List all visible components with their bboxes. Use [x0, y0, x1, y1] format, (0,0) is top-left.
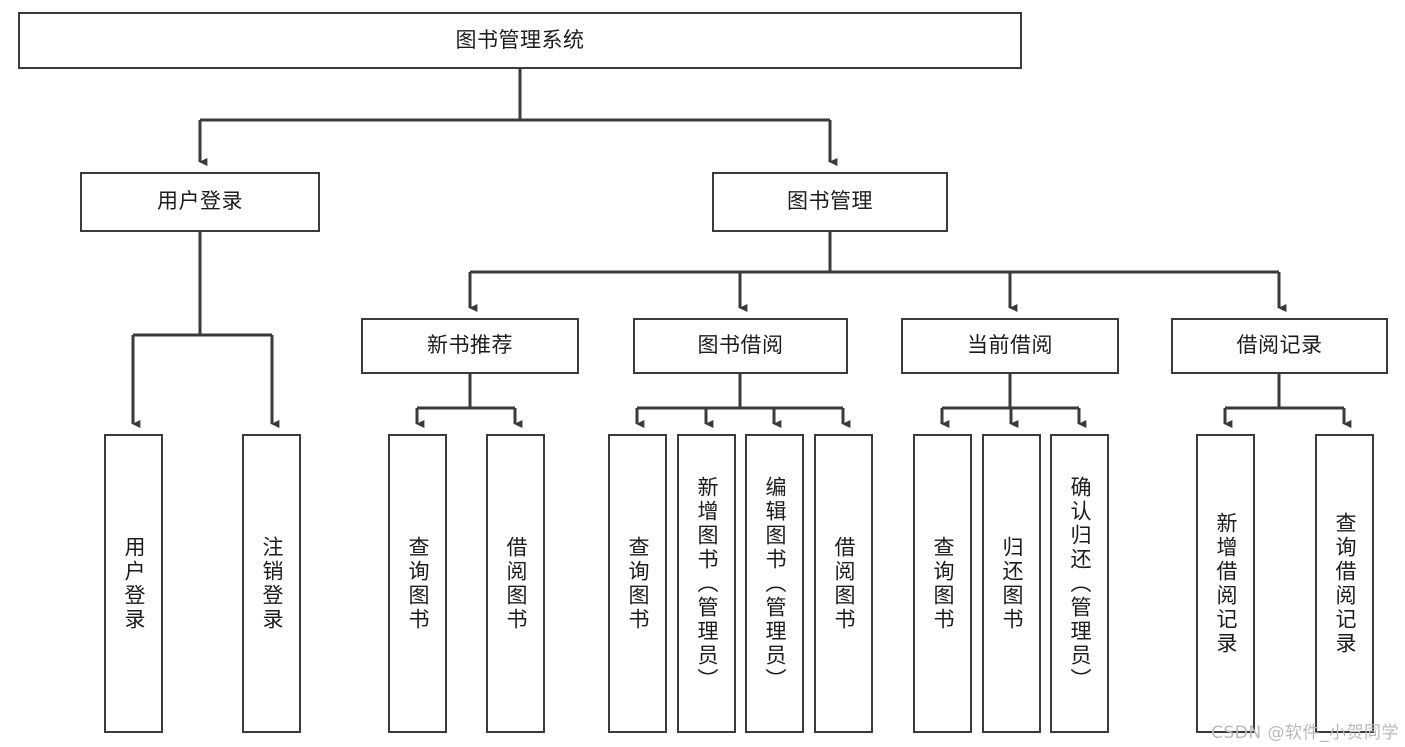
leaf-query-borrow-record[interactable]: 查询借阅记录 [1315, 434, 1374, 733]
leaf-borrow-book[interactable]: 借阅图书 [814, 434, 873, 733]
leaf-user-login-label: 用户登录 [122, 535, 146, 632]
leaf-user-login[interactable]: 用户登录 [104, 434, 163, 733]
node-book-management-label: 图书管理 [787, 189, 873, 214]
leaf-edit-book-admin[interactable]: 编辑图书（管理员） [745, 434, 804, 733]
node-book-management[interactable]: 图书管理 [712, 172, 948, 232]
leaf-add-book-admin-label: 新增图书（管理员） [695, 475, 719, 692]
leaf-query-book-borrow[interactable]: 查询图书 [608, 434, 667, 733]
leaf-confirm-return-admin-label: 确认归还（管理员） [1068, 475, 1092, 692]
node-root-label: 图书管理系统 [455, 27, 585, 52]
leaf-add-borrow-record-label: 新增借阅记录 [1214, 511, 1238, 656]
leaf-logout-label: 注销登录 [260, 535, 284, 632]
leaf-add-book-admin[interactable]: 新增图书（管理员） [677, 434, 736, 733]
leaf-query-book-recommend[interactable]: 查询图书 [388, 434, 447, 733]
leaf-query-book-current[interactable]: 查询图书 [913, 434, 972, 733]
node-root[interactable]: 图书管理系统 [18, 12, 1022, 69]
node-user-login-label: 用户登录 [157, 189, 243, 214]
node-borrow-records[interactable]: 借阅记录 [1171, 318, 1388, 374]
node-book-borrow-label: 图书借阅 [697, 333, 784, 358]
leaf-confirm-return-admin[interactable]: 确认归还（管理员） [1050, 434, 1109, 733]
leaf-add-borrow-record[interactable]: 新增借阅记录 [1196, 434, 1255, 733]
leaf-query-book-current-label: 查询图书 [931, 535, 955, 632]
node-current-borrow[interactable]: 当前借阅 [901, 318, 1119, 374]
leaf-borrow-book-recommend-label: 借阅图书 [504, 535, 528, 632]
leaf-return-book[interactable]: 归还图书 [982, 434, 1041, 733]
leaf-return-book-label: 归还图书 [1000, 535, 1024, 632]
node-current-borrow-label: 当前借阅 [967, 333, 1053, 358]
leaf-borrow-book-label: 借阅图书 [832, 535, 856, 632]
node-new-book-recommend[interactable]: 新书推荐 [361, 318, 579, 374]
node-user-login[interactable]: 用户登录 [80, 172, 320, 232]
leaf-query-book-recommend-label: 查询图书 [406, 535, 430, 632]
node-borrow-records-label: 借阅记录 [1236, 333, 1323, 358]
leaf-logout[interactable]: 注销登录 [242, 434, 301, 733]
leaf-query-borrow-record-label: 查询借阅记录 [1333, 511, 1357, 656]
leaf-borrow-book-recommend[interactable]: 借阅图书 [486, 434, 545, 733]
node-book-borrow[interactable]: 图书借阅 [633, 318, 848, 374]
csdn-watermark: CSDN @软件_小贺同学 [1211, 723, 1399, 743]
leaf-query-book-borrow-label: 查询图书 [626, 535, 650, 632]
node-new-book-recommend-label: 新书推荐 [427, 333, 513, 358]
leaf-edit-book-admin-label: 编辑图书（管理员） [763, 475, 787, 692]
